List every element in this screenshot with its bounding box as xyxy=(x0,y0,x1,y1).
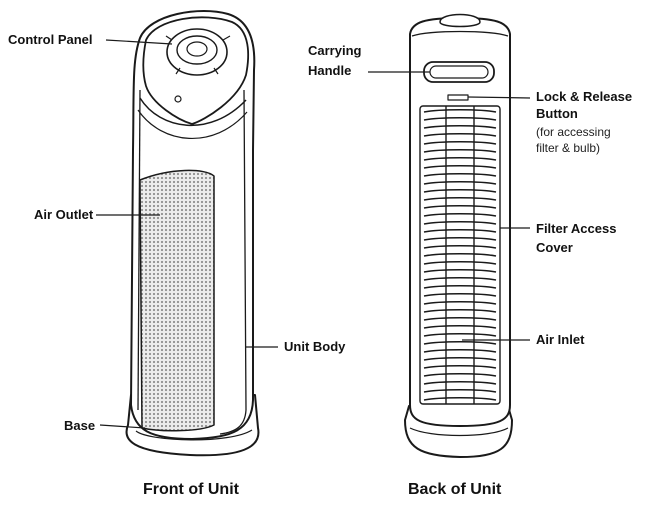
inlet-slat xyxy=(423,140,497,145)
inlet-slat xyxy=(423,388,497,393)
carrying-handle xyxy=(423,61,495,83)
inlet-slat xyxy=(423,236,497,241)
inlet-slat xyxy=(423,188,497,193)
inlet-slat xyxy=(423,244,497,249)
inlet-slat xyxy=(423,308,497,313)
label-lock-release-note2: filter & bulb) xyxy=(536,141,601,155)
back-unit xyxy=(404,13,513,458)
label-unit-body: Unit Body xyxy=(284,339,346,354)
inlet-slat xyxy=(423,380,497,385)
inlet-slat xyxy=(423,132,497,137)
back-top-cap xyxy=(439,13,481,28)
label-lock-release-line1: Lock & Release xyxy=(536,89,633,104)
air-outlet-grille xyxy=(139,169,215,432)
front-unit xyxy=(125,10,260,457)
filter-access-cover xyxy=(419,105,501,405)
inlet-slat xyxy=(423,172,497,177)
inlet-slat xyxy=(423,220,497,225)
label-air-inlet: Air Inlet xyxy=(536,332,585,347)
inlet-slat xyxy=(423,396,497,401)
inlet-slat xyxy=(423,300,497,305)
inlet-slat xyxy=(423,196,497,201)
inlet-slat xyxy=(423,228,497,233)
inlet-slat xyxy=(423,292,497,297)
inlet-slat xyxy=(423,268,497,273)
air-inlet-slats xyxy=(423,108,497,401)
inlet-slat xyxy=(423,108,497,113)
inlet-slat xyxy=(423,156,497,161)
inlet-slat xyxy=(423,324,497,329)
inlet-slat xyxy=(423,212,497,217)
inlet-slat xyxy=(423,284,497,289)
label-lock-release-note1: (for accessing xyxy=(536,125,611,139)
inlet-slat xyxy=(423,116,497,121)
label-carrying-handle-line2: Handle xyxy=(308,63,352,78)
inlet-slat xyxy=(423,348,497,353)
inlet-slat xyxy=(423,356,497,361)
inlet-slat xyxy=(423,340,497,345)
leader-lock-release xyxy=(467,96,531,99)
inlet-slat xyxy=(423,180,497,185)
label-filter-access-line1: Filter Access xyxy=(536,221,617,236)
inlet-slat xyxy=(423,204,497,209)
inlet-slat xyxy=(423,124,497,129)
inlet-slat xyxy=(423,260,497,265)
inlet-slat xyxy=(423,276,497,281)
inlet-slat xyxy=(423,148,497,153)
inlet-slat xyxy=(423,252,497,257)
indicator-light xyxy=(174,95,182,103)
inlet-slat xyxy=(423,164,497,169)
label-control-panel: Control Panel xyxy=(8,32,93,47)
label-lock-release-line2: Button xyxy=(536,106,578,121)
label-carrying-handle-line1: Carrying xyxy=(308,43,362,58)
leader-control-panel xyxy=(105,39,173,45)
label-base: Base xyxy=(64,418,96,433)
inlet-slat xyxy=(423,332,497,337)
inlet-slat xyxy=(423,316,497,321)
leader-lines xyxy=(96,39,531,429)
control-panel-dial xyxy=(165,28,231,76)
lock-release-button xyxy=(447,94,469,101)
caption-back-of-unit: Back of Unit xyxy=(408,481,502,498)
caption-front-of-unit: Front of Unit xyxy=(143,481,239,498)
label-filter-access-line2: Cover xyxy=(536,240,573,255)
inlet-slat xyxy=(423,364,497,369)
label-air-outlet: Air Outlet xyxy=(34,207,94,222)
inlet-slat xyxy=(423,372,497,377)
leader-base xyxy=(99,424,146,429)
